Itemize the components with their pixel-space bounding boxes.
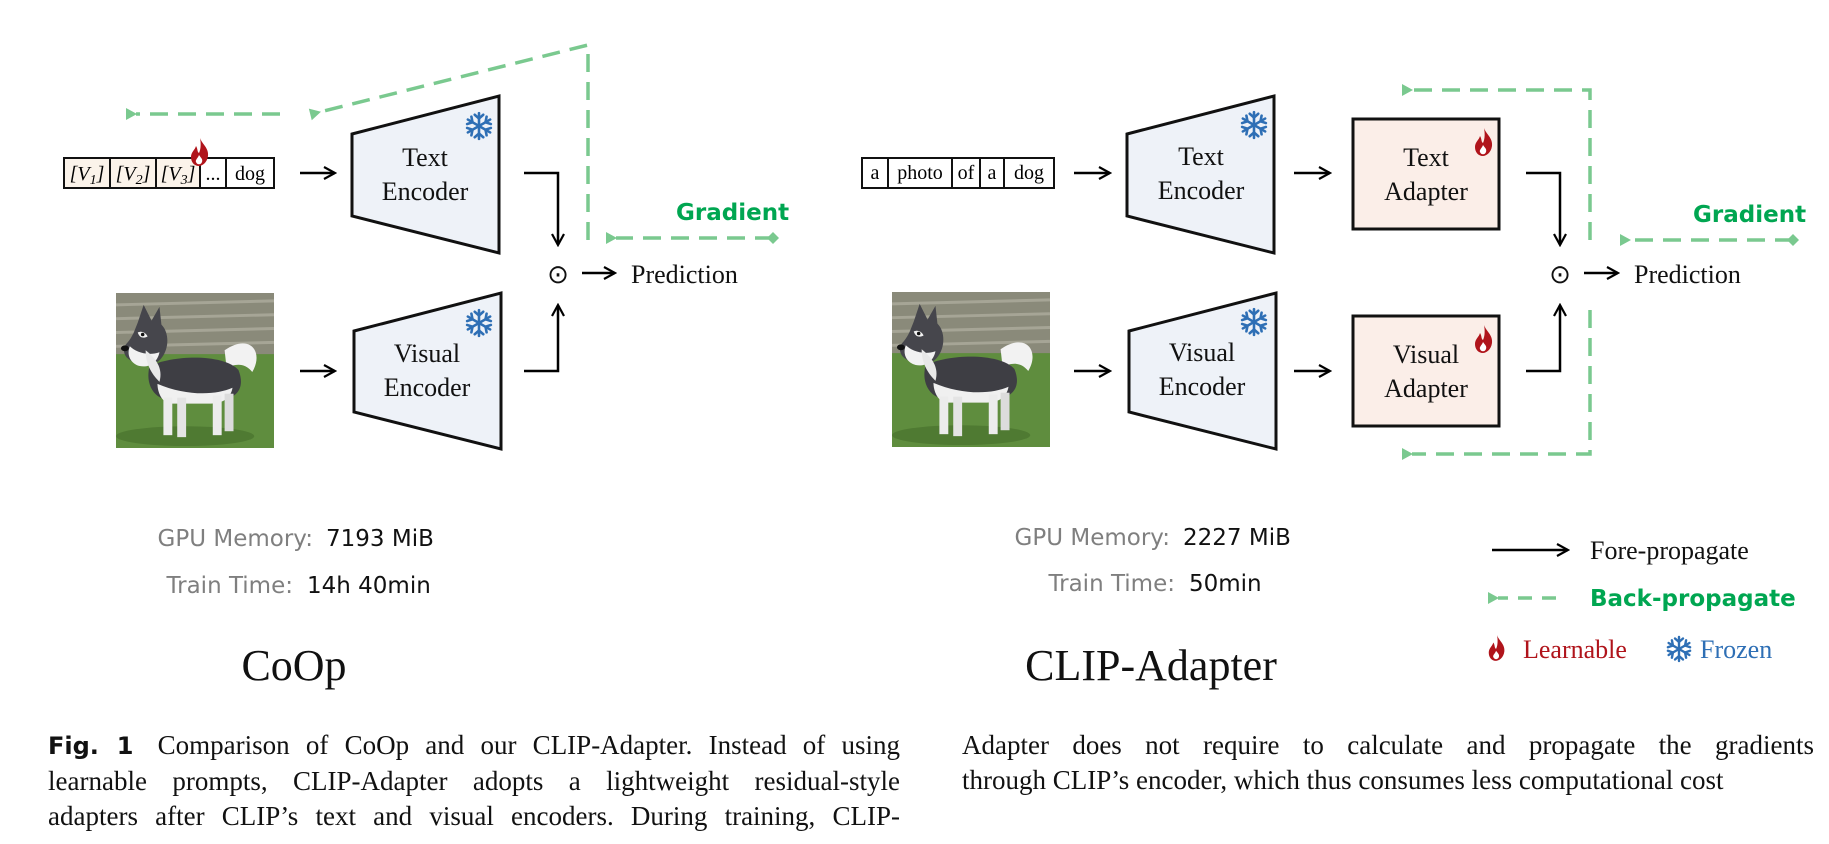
clip-token: dog [1014,162,1044,184]
coop-token: [V2] [116,163,151,188]
caption-line-3: adapters after CLIP’s text and visual en… [48,801,900,831]
clip-text-encoder [1125,94,1276,255]
clip-gpu-memory-label: GPU Memory: [1015,525,1170,551]
caption-line-2: learnable prompts, CLIP-Adapter adopts a… [48,766,900,796]
coop-text-encoder-label-2: Encoder [382,177,469,206]
clip-visual-adapter-label-2: Adapter [1384,374,1468,403]
coop-token: ... [206,163,221,185]
legend-learnable-label: Learnable [1523,635,1627,664]
clip-adapter-title: CLIP-Adapter [1025,641,1277,690]
caption-line-5: through CLIP’s encoder, which thus consu… [962,765,1724,795]
clip-token: of [958,162,975,184]
clip-visual-encoder [1127,291,1278,451]
coop-fore-arrows [300,173,615,371]
coop-text-encoder [350,94,501,255]
clip-token: photo [897,162,943,184]
flame-icon [191,138,209,166]
clip-text-adapter-label-2: Adapter [1384,177,1468,206]
clip-text-adapter [1351,117,1501,231]
coop-token: [V3] [161,163,196,188]
caption-line-1: Fig. 1 Comparison of CoOp and our CLIP-A… [48,728,900,764]
caption-right: Adapter does not require to calculate an… [962,728,1814,798]
coop-text-encoder-label-1: Text [402,143,449,172]
clip-train-time-label: Train Time: [1047,571,1175,597]
legend: Fore-propagate Back-propagate Learnable … [1488,536,1796,664]
coop-train-time-value: 14h 40min [307,573,431,599]
coop-diagram: [V1] [V2] [V3] ... dog Text Encoder Visu… [63,42,789,690]
clip-text-encoder-label-2: Encoder [1158,176,1245,205]
coop-train-time-label: Train Time: [165,573,293,599]
clip-dot-operator: ⊙ [1549,260,1571,290]
legend-back-label: Back-propagate [1590,586,1796,612]
clip-adapter-diagram: a photo of a dog Text Encoder Visual En [861,84,1806,690]
coop-gpu-memory-value: 7193 MiB [326,526,434,552]
clip-gpu-memory-value: 2227 MiB [1183,525,1291,551]
coop-prediction: Prediction [631,260,738,289]
coop-dot-operator: ⊙ [547,260,569,290]
caption-text: Comparison of CoOp and our CLIP-Adapter.… [157,730,900,760]
coop-visual-encoder-label-1: Visual [394,339,460,368]
dog-photo [116,293,274,448]
coop-gradient: Gradient [676,200,789,226]
clip-train-time-value: 50min [1189,571,1262,597]
clip-text-encoder-label-1: Text [1178,142,1225,171]
coop-gpu-memory-label: GPU Memory: [158,526,313,552]
coop-prompt: [V1] [V2] [V3] ... dog [63,157,275,189]
flame-icon [1488,635,1505,661]
legend-fore-label: Fore-propagate [1590,536,1749,565]
clip-token: a [871,162,880,184]
clip-text-adapter-label-1: Text [1403,143,1450,172]
dog-photo [892,292,1050,447]
clip-prompt: a photo of a dog [861,157,1055,189]
clip-fore-arrows [1074,173,1618,371]
clip-prediction: Prediction [1634,260,1741,289]
coop-backprop-arrows [126,42,779,244]
clip-token: a [988,162,997,184]
coop-title: CoOp [241,641,346,690]
coop-visual-encoder [352,291,503,451]
clip-visual-encoder-label-1: Visual [1169,338,1235,367]
clip-gradient: Gradient [1693,202,1806,228]
caption-line-4: Adapter does not require to calculate an… [962,730,1814,760]
coop-token: [V1] [70,163,105,188]
caption-left: Fig. 1 Comparison of CoOp and our CLIP-A… [48,728,900,834]
coop-visual-encoder-label-2: Encoder [384,373,471,402]
clip-visual-encoder-label-2: Encoder [1159,372,1246,401]
clip-visual-adapter [1351,314,1501,428]
clip-backprop-arrows [1402,84,1799,460]
legend-frozen-label: Frozen [1700,635,1772,664]
caption-label: Fig. 1 [48,732,134,760]
snowflake-icon [1667,637,1692,661]
coop-token: dog [235,163,265,185]
clip-visual-adapter-label-1: Visual [1393,340,1459,369]
